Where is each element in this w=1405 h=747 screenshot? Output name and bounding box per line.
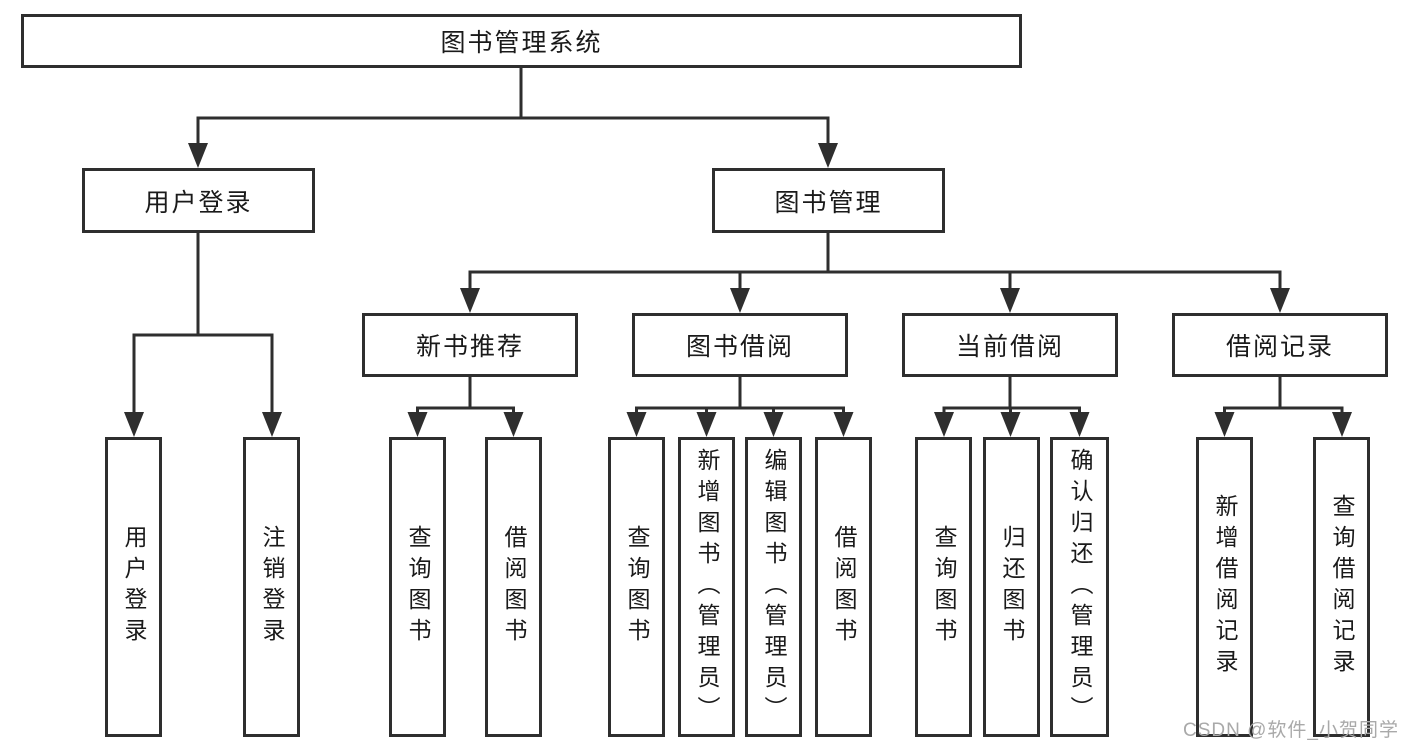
node-label: 图书借阅 [685,333,794,361]
node-label: 新增图书（管理员） [694,447,720,727]
node-book-management: 图书管理 [712,168,945,233]
leaf-current-query-books: 查询图书 [915,437,972,737]
node-book-borrowing: 图书借阅 [632,313,848,377]
leaf-confirm-return-admin: 确认归还（管理员） [1050,437,1109,737]
leaf-borrowing-query-books: 查询图书 [608,437,665,737]
node-current-borrowing: 当前借阅 [902,313,1118,377]
node-borrowing-records: 借阅记录 [1172,313,1388,377]
node-label: 新书推荐 [415,333,524,361]
node-label: 借阅记录 [1225,333,1334,361]
node-label: 查询图书 [405,525,431,649]
node-new-book-recommend: 新书推荐 [362,313,578,377]
leaf-borrow-books: 借阅图书 [815,437,872,737]
node-label: 用户登录 [144,188,253,217]
leaf-add-books-admin: 新增图书（管理员） [678,437,735,737]
node-label: 编辑图书（管理员） [761,447,787,727]
node-label: 图书管理 [774,188,883,217]
leaf-user-login: 用户登录 [105,437,162,737]
node-book-management-system: 图书管理系统 [21,14,1022,68]
node-label: 查询图书 [624,525,650,649]
node-label: 借阅图书 [831,525,857,649]
arrowheads [124,143,1352,437]
leaf-query-borrow-record: 查询借阅记录 [1313,437,1370,737]
node-label: 归还图书 [999,525,1025,649]
node-label: 注销登录 [259,525,285,649]
node-label: 图书管理系统 [440,29,603,57]
node-label: 查询借阅记录 [1329,494,1355,680]
leaf-recommend-borrow-books: 借阅图书 [485,437,542,737]
node-label: 确认归还（管理员） [1067,447,1093,727]
csdn-watermark: CSDN @软件_小贺同学 [1183,720,1399,741]
leaf-logout: 注销登录 [243,437,300,737]
node-label: 用户登录 [121,525,147,649]
leaf-add-borrow-record: 新增借阅记录 [1196,437,1253,737]
node-label: 新增借阅记录 [1212,494,1238,680]
leaf-edit-books-admin: 编辑图书（管理员） [745,437,802,737]
node-label: 当前借阅 [955,333,1064,361]
node-user-login: 用户登录 [82,168,315,233]
leaf-recommend-query-books: 查询图书 [389,437,446,737]
leaf-return-books: 归还图书 [983,437,1040,737]
node-label: 借阅图书 [501,525,527,649]
node-label: 查询图书 [931,525,957,649]
